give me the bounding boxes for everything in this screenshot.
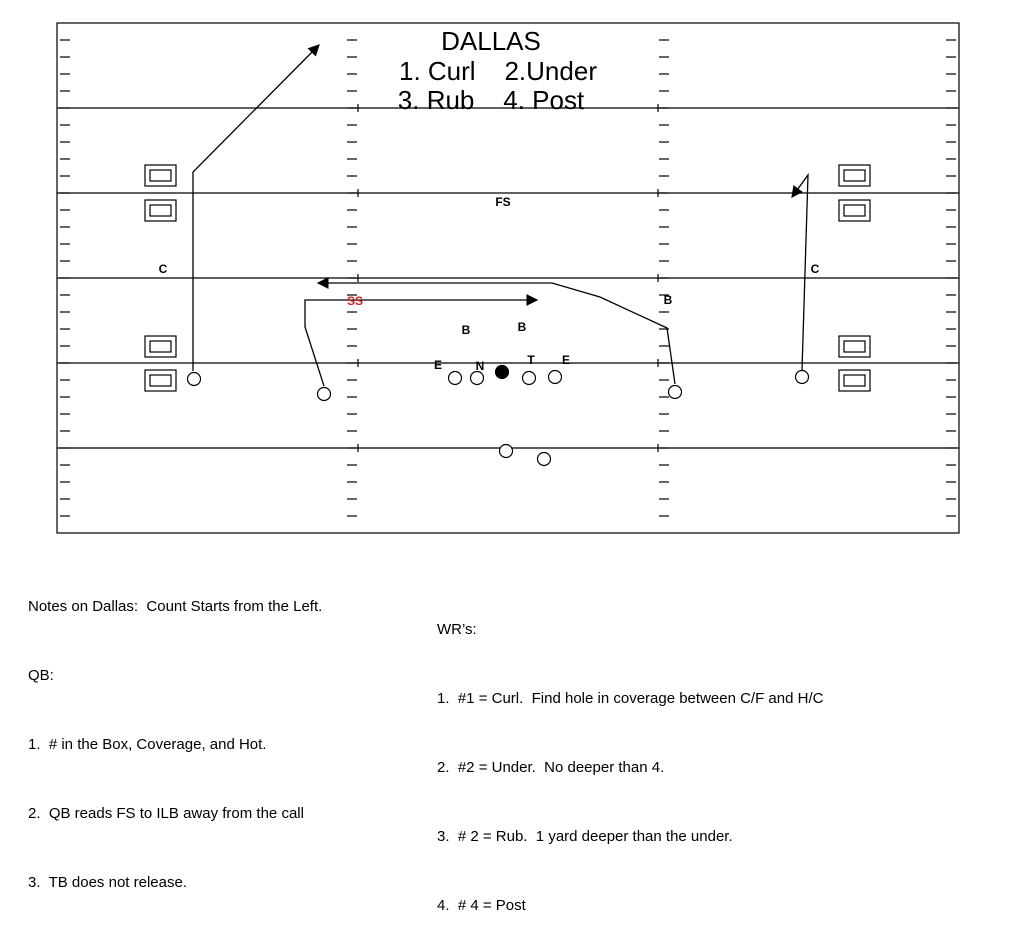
box-marker-right-2	[838, 199, 871, 222]
wr-label: WR’s:	[437, 621, 477, 638]
wr-note: 1. #1 = Curl. Find hole in coverage betw…	[437, 690, 824, 707]
receiver-1	[186, 371, 202, 387]
play-routes-line-1: 1. Curl 2.Under	[399, 56, 597, 86]
corner-left-label: C	[159, 262, 168, 276]
backer-left-label: B	[462, 323, 471, 337]
backer-middle-label: B	[518, 320, 527, 334]
qb-label: QB:	[28, 667, 54, 684]
qb-note: 1. # in the Box, Coverage, and Hot.	[28, 736, 267, 753]
box-marker-left-2	[144, 199, 177, 222]
right-guard	[521, 370, 537, 386]
notes-heading: Notes on Dallas: Count Starts from the L…	[28, 598, 323, 615]
defense-labels: FS C C SS B B B E N T E	[159, 195, 820, 373]
center	[494, 364, 510, 380]
strong-safety-label: SS	[347, 294, 363, 308]
wr-note: 3. # 2 = Rub. 1 yard deeper than the und…	[437, 828, 733, 845]
route-rub	[304, 294, 539, 387]
route-post	[192, 44, 320, 371]
corner-right-label: C	[811, 262, 820, 276]
box-marker-left-3	[144, 335, 177, 358]
offense	[186, 364, 810, 467]
qb-note: 3. TB does not release.	[28, 874, 187, 891]
box-marker-left-1	[144, 164, 177, 187]
quarterback	[498, 443, 514, 459]
play-title: DALLAS 1. Curl 2.Under 3. Rub 4. Post	[398, 26, 598, 115]
box-marker-right-3	[838, 335, 871, 358]
box-marker-right-4	[838, 369, 871, 392]
receiver-2	[316, 386, 332, 402]
tailback	[536, 451, 552, 467]
left-tackle	[447, 370, 463, 386]
play-name: DALLAS	[441, 26, 541, 56]
route-curl	[791, 172, 809, 371]
play-diagram: DALLAS 1. Curl 2.Under 3. Rub 4. Post	[56, 22, 960, 534]
end-right-label: E	[562, 353, 570, 367]
tackle-label: T	[527, 353, 535, 367]
notes-left: Notes on Dallas: Count Starts from the L…	[28, 549, 322, 917]
right-tackle	[547, 369, 563, 385]
wr-note: 4. # 4 = Post	[437, 897, 526, 914]
notes-right: WR’s: 1. #1 = Curl. Find hole in coverag…	[437, 572, 823, 940]
free-safety-label: FS	[495, 195, 510, 209]
backer-right-label: B	[664, 293, 673, 307]
routes	[192, 44, 809, 387]
left-guard	[469, 370, 485, 386]
hash-marks	[60, 39, 956, 517]
end-left-label: E	[434, 358, 442, 372]
receiver-3	[667, 384, 683, 400]
nose-label: N	[476, 359, 485, 373]
receiver-4	[794, 369, 810, 385]
qb-note: 2. QB reads FS to ILB away from the call	[28, 805, 304, 822]
route-under	[316, 277, 676, 385]
box-markers	[144, 164, 871, 392]
play-routes-line-2: 3. Rub 4. Post	[398, 85, 585, 115]
box-marker-left-4	[144, 369, 177, 392]
box-marker-right-1	[838, 164, 871, 187]
